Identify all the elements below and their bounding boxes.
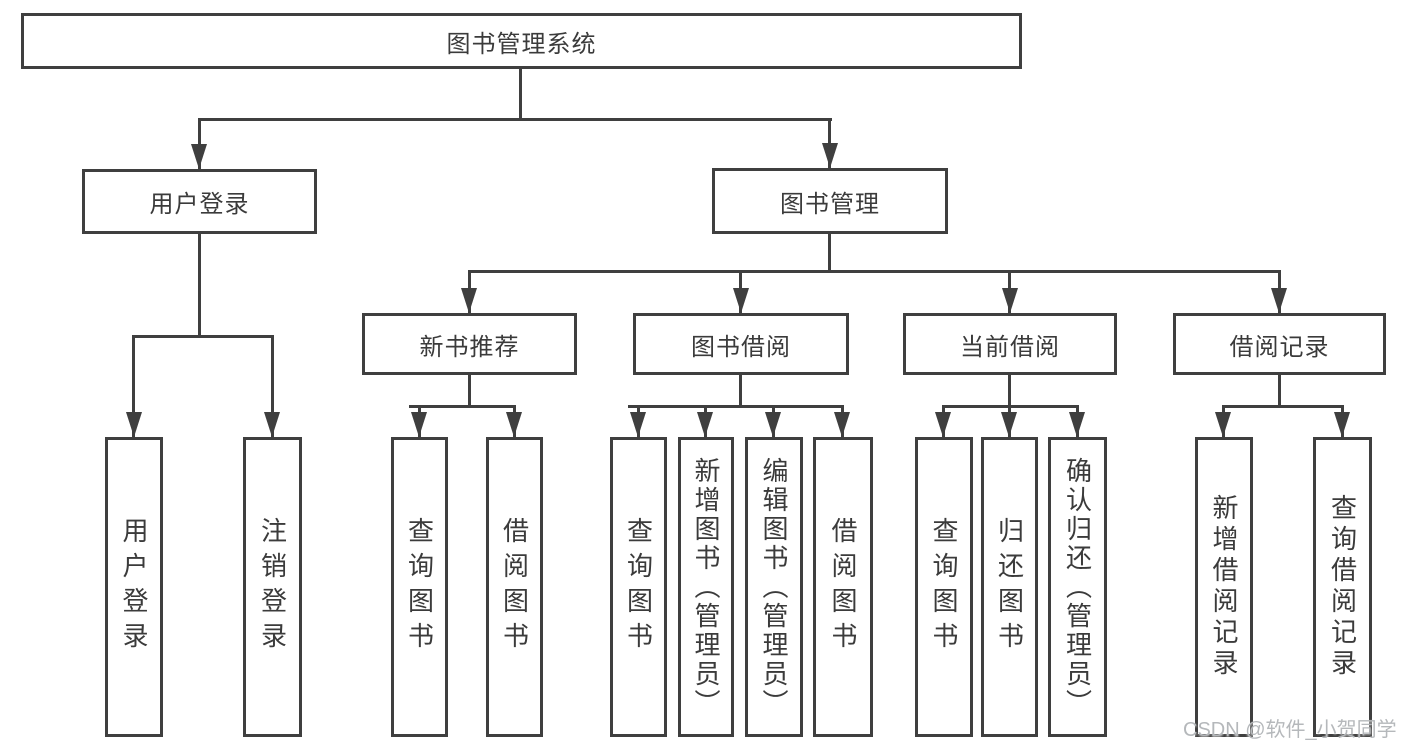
node-borrow-records: 借阅记录 [1173, 313, 1386, 375]
arrowhead [264, 412, 280, 437]
leaf-bb-borrow-books-label: 借阅图书 [828, 517, 858, 657]
arrowhead [506, 412, 522, 437]
connector-new-book-bus [409, 405, 516, 408]
leaf-user-login: 用户登录 [105, 437, 163, 737]
leaf-cb-query-books: 查询图书 [915, 437, 973, 737]
arrowhead [126, 412, 142, 437]
arrowhead [822, 143, 838, 168]
leaf-br-query-record: 查询借阅记录 [1313, 437, 1372, 737]
node-book-borrowing-label: 图书借阅 [691, 333, 791, 361]
leaf-bb-borrow-books: 借阅图书 [813, 437, 873, 737]
leaf-bb-query-books-label: 查询图书 [623, 517, 654, 657]
node-borrow-records-label: 借阅记录 [1229, 333, 1330, 361]
leaf-cb-confirm-return-admin-label: 确认归还（管理员） [1062, 456, 1093, 718]
connector-book-management-stem [828, 234, 831, 272]
connector-drop-leaf-user-login [132, 335, 135, 437]
leaf-nbr-query-books: 查询图书 [391, 437, 448, 737]
node-current-borrowing: 当前借阅 [903, 313, 1117, 375]
connector-root-stem [519, 68, 522, 120]
node-book-management-label: 图书管理 [780, 190, 880, 218]
connector-new-book-stem [468, 375, 471, 407]
node-library-system-label: 图书管理系统 [446, 30, 597, 58]
arrowhead [935, 412, 951, 437]
leaf-bb-add-books-admin: 新增图书（管理员） [678, 437, 734, 737]
connector-user-login-bus [132, 335, 274, 338]
arrowhead [834, 412, 850, 437]
leaf-logout-label: 注销登录 [257, 517, 288, 657]
connector-borrow-records-stem [1278, 375, 1281, 407]
arrowhead [1215, 412, 1231, 437]
leaf-cb-return-books: 归还图书 [981, 437, 1038, 737]
arrowhead [630, 412, 646, 437]
arrowhead [733, 288, 749, 313]
leaf-cb-query-books-label: 查询图书 [929, 517, 959, 657]
arrowhead [1069, 412, 1085, 437]
arrowhead [1001, 412, 1017, 437]
node-user-login: 用户登录 [82, 169, 317, 234]
csdn-watermark: CSDN @软件_小贺同学 [1183, 719, 1397, 741]
node-user-login-label: 用户登录 [149, 191, 250, 218]
connector-borrow-records-bus [1222, 405, 1344, 408]
arrowhead [1334, 412, 1350, 437]
leaf-cb-return-books-label: 归还图书 [994, 517, 1025, 657]
leaf-br-add-record-label: 新增借阅记录 [1209, 494, 1239, 680]
connector-level3-bus [468, 270, 1281, 273]
leaf-user-login-label: 用户登录 [119, 517, 149, 657]
leaf-bb-query-books: 查询图书 [610, 437, 667, 737]
leaf-bb-edit-books-admin: 编辑图书（管理员） [745, 437, 803, 737]
arrowhead [411, 412, 427, 437]
node-book-borrowing: 图书借阅 [633, 313, 849, 375]
node-current-borrowing-label: 当前借阅 [960, 333, 1060, 361]
connector-drop-leaf-logout [271, 335, 274, 437]
leaf-br-query-record-label: 查询借阅记录 [1327, 494, 1358, 680]
connector-drop-user-login [198, 118, 201, 169]
node-new-book-recommend-label: 新书推荐 [419, 333, 520, 361]
node-new-book-recommend: 新书推荐 [362, 313, 577, 375]
arrowhead [191, 144, 207, 169]
arrowhead [697, 412, 713, 437]
leaf-nbr-borrow-books: 借阅图书 [486, 437, 543, 737]
arrowhead [1271, 288, 1287, 313]
arrowhead [1002, 288, 1018, 313]
node-library-system: 图书管理系统 [21, 13, 1022, 69]
arrowhead [461, 288, 477, 313]
arrowhead [765, 412, 781, 437]
leaf-bb-add-books-admin-label: 新增图书（管理员） [691, 456, 721, 718]
connector-user-login-stem [198, 233, 201, 337]
connector-book-borrow-bus [628, 405, 843, 408]
leaf-bb-edit-books-admin-label: 编辑图书（管理员） [759, 456, 789, 718]
connector-current-borrow-stem [1008, 375, 1011, 407]
leaf-br-add-record: 新增借阅记录 [1195, 437, 1253, 737]
connector-level2-bus [198, 118, 832, 121]
leaf-logout: 注销登录 [243, 437, 302, 737]
node-book-management: 图书管理 [712, 168, 948, 234]
connector-book-borrow-stem [739, 375, 742, 407]
leaf-nbr-query-books-label: 查询图书 [404, 517, 435, 657]
leaf-cb-confirm-return-admin: 确认归还（管理员） [1048, 437, 1107, 737]
leaf-nbr-borrow-books-label: 借阅图书 [499, 517, 530, 657]
